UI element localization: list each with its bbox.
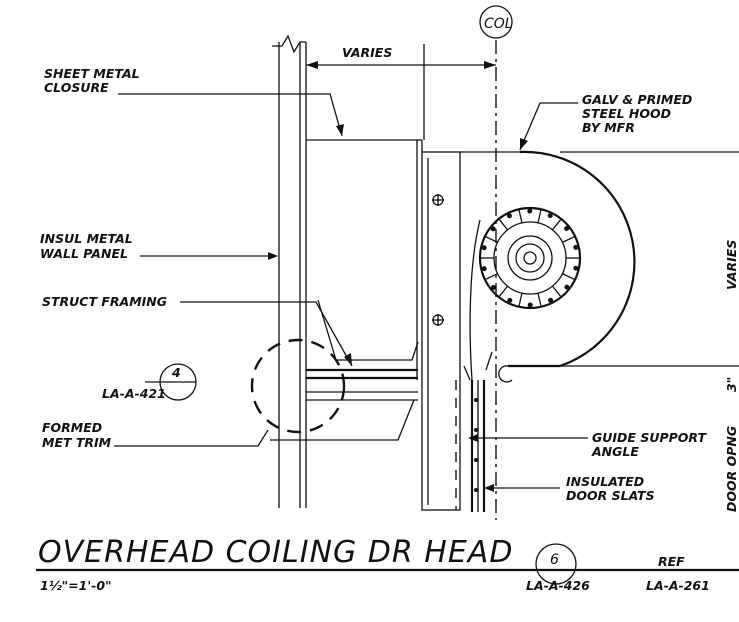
- coil-slat-segment: [498, 218, 509, 231]
- coil-slat-segment: [484, 235, 498, 243]
- detail-ref-left-sheet: LA-A-421: [102, 386, 166, 401]
- door-coil: [478, 206, 582, 310]
- coil-slat-hinge: [481, 245, 487, 251]
- leader-lines: [114, 93, 588, 492]
- coil-slat-segment: [562, 235, 576, 243]
- coil-slat-hinge: [490, 226, 496, 232]
- title-block: OVERHEAD COILING DR HEAD 1½"=1'-0": [36, 535, 739, 593]
- detail-circle: [250, 338, 346, 434]
- coil-slat-hinge: [506, 213, 512, 219]
- struct-framing-label: STRUCT FRAMING: [42, 294, 167, 309]
- coil-slat-hinge: [481, 266, 487, 272]
- galv-label-1: GALV & PRIMED: [582, 92, 692, 107]
- insul-label-1: INSUL METAL: [40, 231, 133, 246]
- coil-slat-hinge: [507, 297, 513, 303]
- coil-slat-hinge: [573, 265, 579, 271]
- detail-ref-title: 6 LA-A-426: [526, 543, 590, 593]
- coil-slat-segment: [484, 273, 498, 281]
- coil-slat-segment: [551, 285, 562, 298]
- varies-top-label: VARIES: [342, 45, 392, 60]
- ref-sheet: LA-A-261: [646, 578, 710, 593]
- sheet-metal-closure: [306, 139, 423, 380]
- detail-ref-left: 4 LA-A-421: [102, 363, 197, 401]
- wall-panel: [272, 34, 307, 508]
- coil-slat-hinge: [527, 208, 533, 214]
- insul-label-2: WALL PANEL: [40, 246, 128, 261]
- coil-slat-hinge: [573, 244, 579, 250]
- guide-support-plate: [421, 151, 520, 511]
- coil-slat-segment: [551, 218, 562, 231]
- guide-label-2: ANGLE: [591, 444, 639, 459]
- coil-slat-hinge: [490, 284, 496, 290]
- door-opng-label: DOOR OPNG: [724, 426, 739, 512]
- varies-side-label: VARIES: [724, 240, 739, 290]
- insulated-label-1: INSULATED: [566, 474, 644, 489]
- coil-slat-hinge: [527, 302, 533, 308]
- coil-slat-segment: [518, 292, 523, 307]
- insulated-door-slats: [463, 219, 493, 512]
- coil-slat-hinge: [564, 226, 570, 232]
- coil-slat-hinge: [548, 297, 554, 303]
- coil-slat-segment: [518, 209, 523, 224]
- detail-ref-title-number: 6: [550, 552, 559, 568]
- varies-top-dimension: [306, 44, 496, 140]
- insulated-label-2: DOOR SLATS: [566, 488, 655, 503]
- drawing-title: OVERHEAD COILING DR HEAD: [38, 535, 513, 570]
- coil-slat-segment: [537, 292, 542, 307]
- detail-ref-left-number: 4: [171, 365, 181, 380]
- steel-hood: [498, 150, 739, 383]
- coil-slat-hinge: [564, 284, 570, 290]
- column-bubble: COL: [479, 5, 513, 39]
- col-label: COL: [484, 16, 513, 32]
- struct-framing-channel: [270, 299, 419, 441]
- guide-label-1: GUIDE SUPPORT: [592, 430, 707, 445]
- sheet-metal-label-1: SHEET METAL: [44, 66, 140, 81]
- sheet-metal-label-2: CLOSURE: [44, 80, 109, 95]
- coil-slat-segment: [537, 209, 542, 224]
- drawing-scale: 1½"=1'-0": [40, 578, 112, 593]
- galv-label-2: STEEL HOOD: [582, 106, 671, 121]
- coil-slat-segment: [562, 273, 576, 281]
- galv-label-3: BY MFR: [582, 120, 635, 135]
- formed-label-2: MET TRIM: [42, 435, 112, 450]
- coil-slat-segment: [498, 285, 509, 298]
- dim-3-label: 3": [724, 377, 739, 392]
- coil-slat-hinge: [547, 213, 553, 219]
- ref-label: REF: [658, 554, 685, 569]
- detail-ref-title-sheet: LA-A-426: [526, 578, 590, 593]
- formed-label-1: FORMED: [42, 420, 102, 435]
